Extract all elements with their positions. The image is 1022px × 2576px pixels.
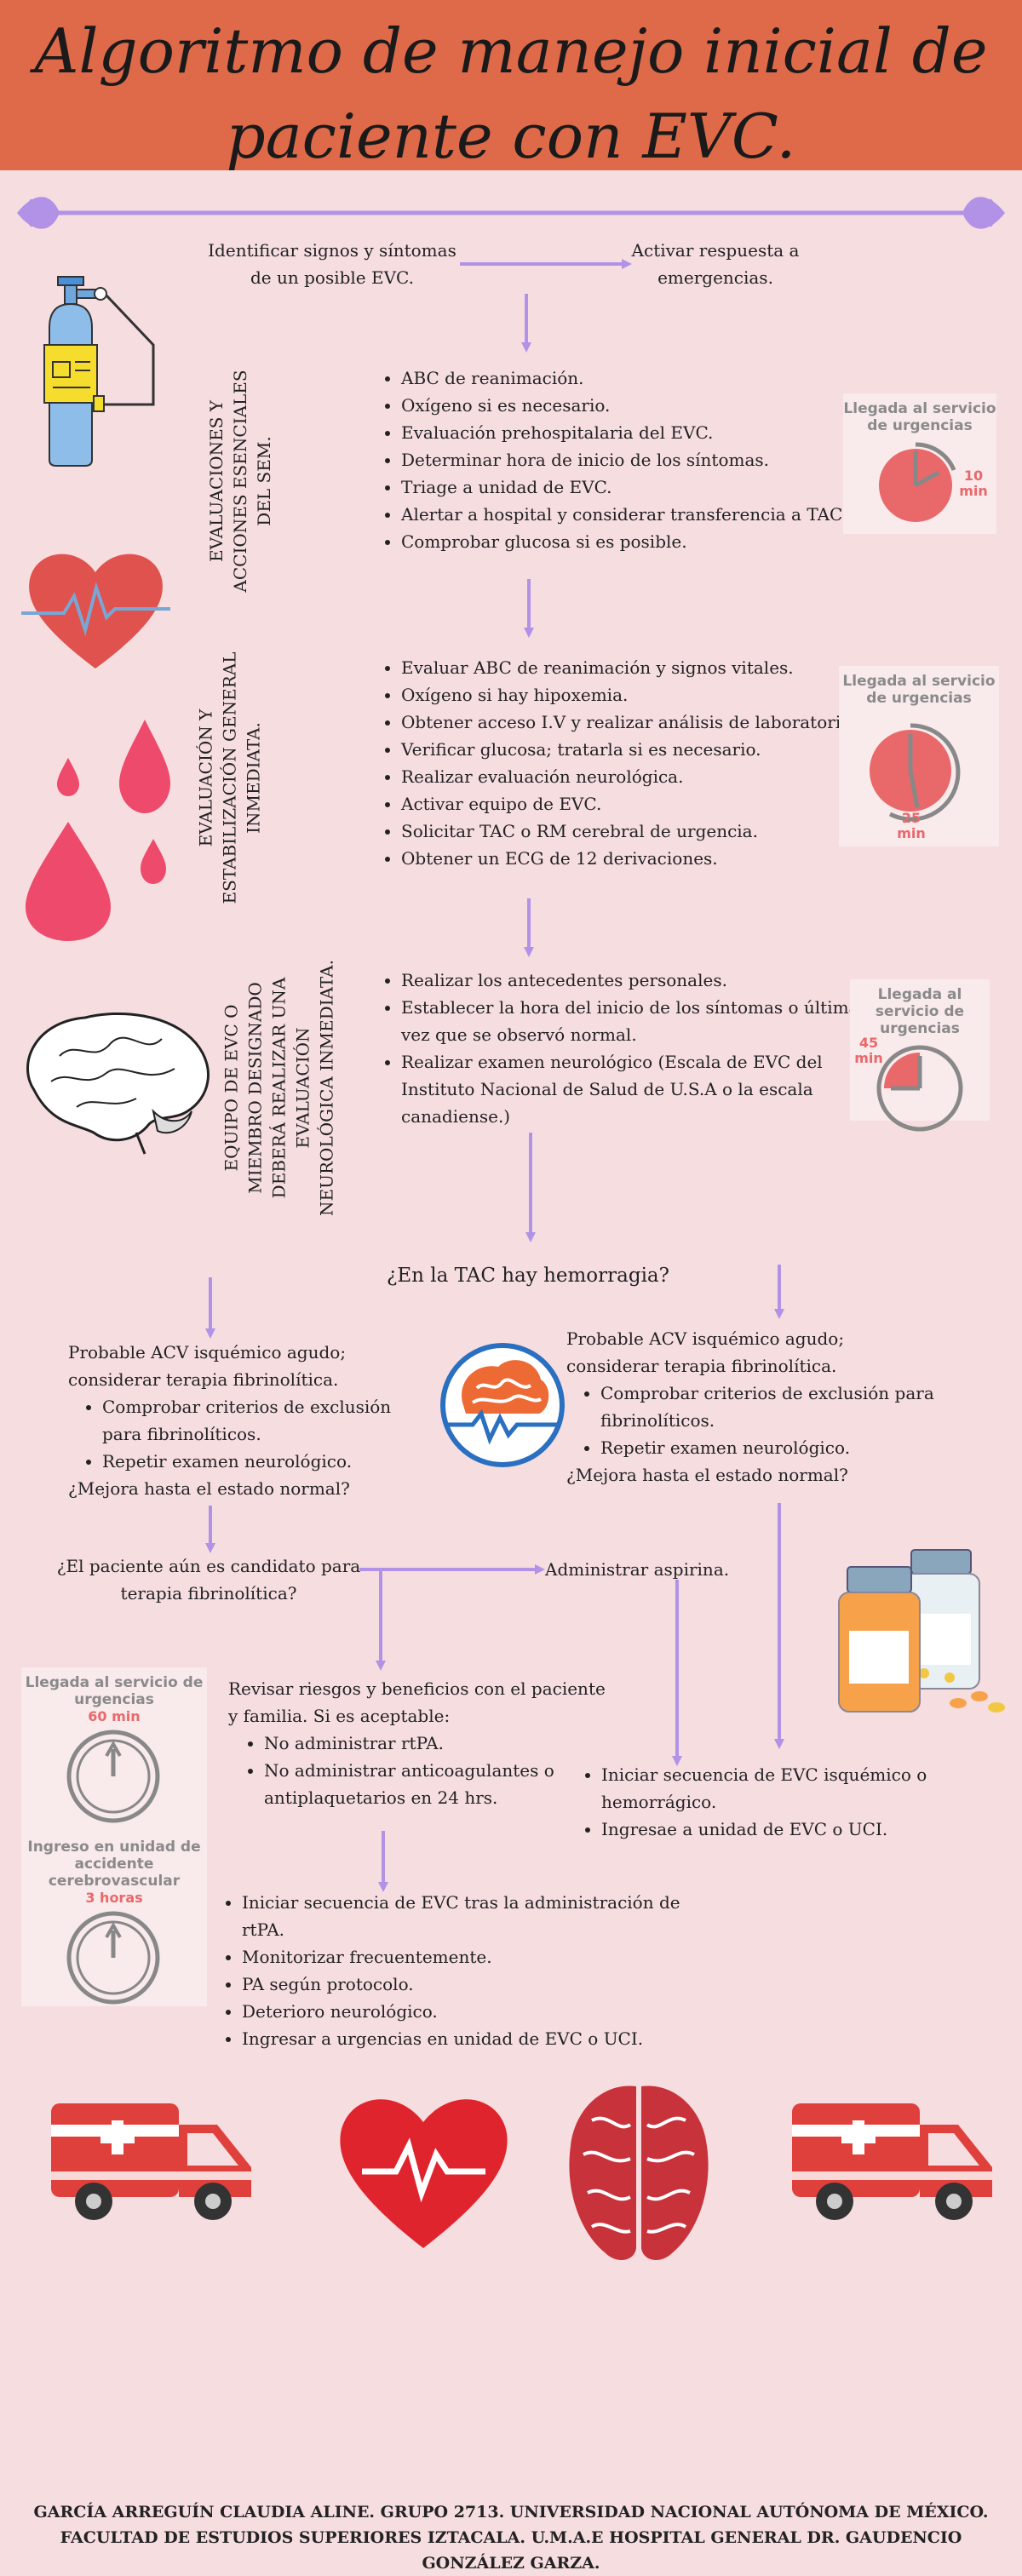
- list-item: Activar equipo de EVC.: [401, 790, 878, 818]
- list-item: Verificar glucosa; tratarla si es necesa…: [401, 736, 878, 763]
- final-center-list: Iniciar secuencia de EVC tras la adminis…: [220, 1889, 685, 2052]
- timer-title: Llegada al servicio de urgencias: [875, 986, 965, 1037]
- timer-title: Llegada al servicio de urgencias: [843, 400, 996, 434]
- review-block: Revisar riesgos y beneficios con el paci…: [228, 1675, 611, 1811]
- section1-label: EVALUACIONES Y ACCIONES ESENCIALES DEL S…: [206, 370, 274, 593]
- ambulance-icon: [792, 2103, 992, 2220]
- right-branch-question: ¿Mejora hasta el estado normal?: [566, 1465, 848, 1485]
- question-hemorrhage: ¿En la TAC hay hemorragia?: [387, 1265, 669, 1287]
- list-item: Ingresae a unidad de EVC o UCI.: [601, 1816, 959, 1843]
- list-item: No administrar rtPA.: [264, 1730, 611, 1757]
- list-item: Oxígeno si es necesario.: [401, 392, 861, 419]
- clock-icon: [66, 1911, 160, 2005]
- section3-list: Realizar los antecedentes personales. Es…: [379, 967, 870, 1130]
- list-item: Monitorizar frecuentemente.: [242, 1943, 685, 1971]
- right-branch-list: Comprobar criterios de exclusión para fi…: [566, 1380, 941, 1461]
- left-branch-list: Comprobar criterios de exclusión para fi…: [68, 1393, 426, 1475]
- ambulance-icon: [51, 2103, 251, 2220]
- oxygen-tank-icon: [43, 276, 155, 467]
- heart-icon: [340, 2099, 508, 2248]
- final-right-list: Iniciar secuencia de EVC isquémico o hem…: [579, 1761, 959, 1843]
- timer-value: 10 min: [959, 468, 988, 499]
- step-activate: Activar respuesta a emergencias.: [631, 240, 800, 288]
- timer-value-2: 3 horas: [85, 1890, 143, 1906]
- list-item: Alertar a hospital y considerar transfer…: [401, 501, 861, 528]
- timer-title: Llegada al servicio de urgencias: [842, 673, 996, 707]
- list-item: Iniciar secuencia de EVC tras la adminis…: [242, 1889, 685, 1943]
- timer-card-side: Llegada al servicio de urgencias 60 min …: [21, 1667, 207, 2006]
- review-intro: Revisar riesgos y beneficios con el paci…: [228, 1678, 606, 1726]
- list-item: Iniciar secuencia de EVC isquémico o hem…: [601, 1761, 959, 1816]
- left-branch: Probable ACV isquémico agudo; considerar…: [68, 1339, 426, 1502]
- list-item: PA según protocolo.: [242, 1971, 685, 1998]
- timer-title-1: Llegada al servicio de urgencias: [25, 1674, 204, 1708]
- list-item: Realizar examen neurológico (Escala de E…: [401, 1048, 870, 1130]
- timer-title-2: Ingreso en unidad de accidente cerebrova…: [27, 1839, 201, 1890]
- left-branch-question: ¿Mejora hasta el estado normal?: [68, 1478, 350, 1499]
- brain-sketch-icon: [26, 1012, 210, 1155]
- left-branch-intro: Probable ACV isquémico agudo; considerar…: [68, 1342, 347, 1390]
- list-item: Repetir examen neurológico.: [102, 1448, 426, 1475]
- list-item: Realizar evaluación neurológica.: [401, 763, 878, 790]
- step-identify: Identificar signos y síntomas de un posi…: [208, 240, 456, 288]
- section1-list: ABC de reanimación. Oxígeno si es necesa…: [379, 364, 861, 555]
- list-item: Repetir examen neurológico.: [600, 1434, 941, 1461]
- timer-value: 45 min: [854, 1035, 883, 1066]
- brain-pulse-icon: [440, 1343, 565, 1467]
- list-item: Comprobar criterios de exclusión para fi…: [600, 1380, 941, 1434]
- review-list: No administrar rtPA. No administrar anti…: [228, 1730, 611, 1811]
- list-item: Establecer la hora del inicio de los sín…: [401, 994, 870, 1048]
- page-title: Algoritmo de manejo inicial de paciente …: [34, 15, 988, 172]
- timer-value: 25 min: [897, 810, 926, 841]
- list-item: Deterioro neurológico.: [242, 1998, 685, 2025]
- list-item: Realizar los antecedentes personales.: [401, 967, 870, 994]
- brain-icon: [569, 2085, 709, 2261]
- list-item: No administrar anticoagulantes o antipla…: [264, 1757, 611, 1811]
- list-item: Obtener un ECG de 12 derivaciones.: [401, 845, 878, 872]
- header-banner: [0, 0, 1022, 170]
- list-item: Obtener acceso I.V y realizar análisis d…: [401, 709, 878, 736]
- list-item: Ingresar a urgencias en unidad de EVC o …: [242, 2025, 685, 2052]
- heart-pulse-icon: [21, 554, 170, 668]
- clock-icon: [66, 1730, 160, 1823]
- aspirin-step: Administrar aspirina.: [545, 1559, 730, 1580]
- timer-card-25: Llegada al servicio de urgencias 25 min: [839, 666, 999, 846]
- list-item: ABC de reanimación.: [401, 364, 861, 392]
- medicine-bottles-icon: [838, 1549, 1005, 1713]
- section3-label: EQUIPO DE EVC O MIEMBRO DESIGNADO DEBERÁ…: [221, 960, 337, 1216]
- right-branch: Probable ACV isquémico agudo; considerar…: [566, 1325, 941, 1489]
- section2-label: EVALUACIÓN Y ESTABILIZACIÓN GENERAL INME…: [195, 651, 264, 904]
- clock-icon: [879, 442, 956, 522]
- list-item: Triage a unidad de EVC.: [401, 473, 861, 501]
- list-item: Comprobar glucosa si es posible.: [401, 528, 861, 555]
- list-item: Evaluación prehospitalaria del EVC.: [401, 419, 861, 446]
- list-item: Solicitar TAC o RM cerebral de urgencia.: [401, 818, 878, 845]
- right-branch-intro: Probable ACV isquémico agudo; considerar…: [566, 1328, 845, 1376]
- clock-icon: [876, 1045, 963, 1132]
- clock-icon: [870, 723, 961, 822]
- list-item: Determinar hora de inicio de los síntoma…: [401, 446, 861, 473]
- list-item: Comprobar criterios de exclusión para fi…: [102, 1393, 426, 1448]
- blood-drops-icon: [26, 720, 170, 941]
- candidate-question: ¿El paciente aún es candidato para terap…: [56, 1556, 361, 1604]
- footer-credits: García Arreguín Claudia Aline. Grupo 271…: [33, 2503, 989, 2573]
- timer-card-10: Llegada al servicio de urgencias 10 min: [843, 393, 996, 534]
- decorative-divider: [17, 197, 1005, 229]
- list-item: Oxígeno si hay hipoxemia.: [401, 681, 878, 709]
- section2-list: Evaluar ABC de reanimación y signos vita…: [379, 654, 878, 872]
- list-item: Evaluar ABC de reanimación y signos vita…: [401, 654, 878, 681]
- timer-value-1: 60 min: [88, 1708, 141, 1724]
- timer-card-45: Llegada al servicio de urgencias 45 min: [850, 979, 990, 1132]
